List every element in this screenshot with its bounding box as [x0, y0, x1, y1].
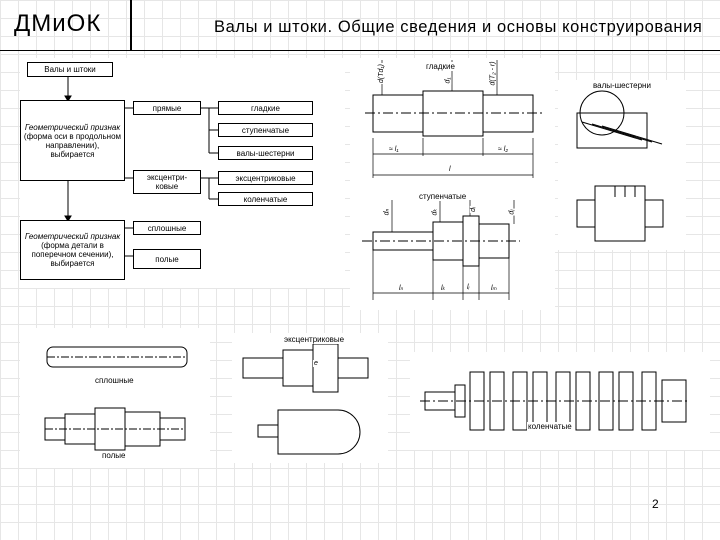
dim-dn: dₙ [382, 207, 391, 217]
dim-lk: lₖ [440, 284, 447, 292]
dim-dj: dⱼ [507, 208, 516, 216]
stepped-box: ступенчатые [218, 123, 313, 137]
dim-d1: d₁ [444, 76, 452, 85]
stepped-figure-label: ступенчатые [418, 192, 468, 201]
logo: ДМиОК [14, 10, 102, 37]
page-number: 2 [652, 497, 659, 511]
smooth-stepped-panel [350, 58, 555, 310]
dim-l1: ≈ l₁ [388, 146, 400, 153]
dim-ln: lₙ [398, 284, 405, 292]
solid-label: сплошные [147, 223, 187, 233]
eccentric-type-box: эксцентриковые [218, 171, 313, 185]
geometric-section-desc: (форма детали в поперечном сечении), выб… [31, 241, 114, 268]
geometric-section-box: Геометрический признак (форма детали в п… [20, 220, 125, 280]
dim-l: l [448, 166, 452, 173]
gear-panel [558, 80, 686, 250]
dim-e: e [313, 360, 319, 367]
eccentric-figure-label: эксцентриковые [283, 335, 346, 344]
eccentric-label: эксцентри-ковые [146, 173, 188, 191]
stepped-label: ступенчатые [241, 125, 290, 135]
gear-shafts-box: валы-шестерни [218, 146, 313, 160]
smooth-label: гладкие [251, 103, 280, 113]
geometric-axis-desc: (форма оси в продольном направлении), вы… [23, 131, 122, 159]
hollow-box: полые [133, 249, 201, 269]
crank-label: коленчатые [243, 194, 288, 204]
page-title: Валы и штоки. Общие сведения и основы ко… [214, 18, 703, 36]
header: ДМиОК Валы и штоки. Общие сведения и осн… [0, 0, 720, 51]
dim-d-td1: d(Td₁) [377, 63, 385, 84]
geometric-section-title: Геометрический признак [24, 232, 121, 241]
smooth-box: гладкие [218, 101, 313, 115]
root-box: Валы и штоки [27, 62, 113, 77]
gear-shafts-label: валы-шестерни [236, 148, 295, 158]
gear-figure-label: валы-шестерни [592, 81, 652, 90]
dim-lm: lₘ [490, 284, 498, 292]
eccentric-panel [232, 333, 388, 463]
crank-box: коленчатые [218, 192, 313, 206]
geometric-axis-box: Геометрический признак (форма оси в прод… [20, 100, 125, 181]
dim-li: lᵢ [466, 284, 471, 291]
smooth-figure-label: гладкие [425, 62, 456, 71]
hollow-label: полые [155, 254, 179, 264]
header-divider [130, 0, 132, 50]
hollow-figure-label: полые [101, 451, 127, 460]
geometric-axis-title: Геометрический признак [24, 122, 121, 132]
solid-hollow-panel [20, 328, 210, 468]
eccentric-box: эксцентри-ковые [133, 170, 201, 194]
solid-figure-label: сплошные [94, 376, 135, 385]
dim-di: dᵢ [469, 206, 477, 213]
eccentric-type-label: эксцентриковые [235, 173, 296, 183]
dim-dk: dₖ [430, 207, 439, 217]
dim-d-t2: d(T₂ - r) [489, 60, 497, 87]
straight-box: прямые [133, 101, 201, 115]
root-label: Валы и штоки [44, 65, 96, 74]
crank-figure-label: коленчатые [527, 422, 573, 431]
straight-label: прямые [152, 103, 182, 113]
dim-l2: ≈ l₂ [497, 146, 510, 153]
solid-box: сплошные [133, 221, 201, 235]
